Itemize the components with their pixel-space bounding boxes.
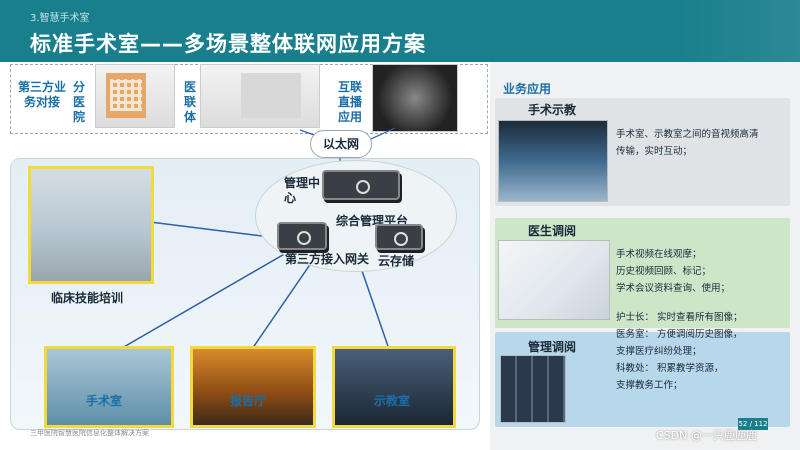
card-line: 科教处： 积累教学资源， <box>616 363 724 374</box>
line-classroom <box>359 264 391 353</box>
building-shape <box>241 73 301 118</box>
gateway-device <box>277 222 327 250</box>
hospital-building-image <box>95 64 175 128</box>
building-windows <box>110 79 142 111</box>
card-heading: 管理调阅 <box>528 340 577 354</box>
operating-room-label: 手术室 <box>86 394 123 408</box>
header-stripe <box>680 0 800 62</box>
device-logo <box>297 231 311 245</box>
page-number: 52 / 112 <box>738 418 768 430</box>
card-line: 传输，实时互动； <box>616 146 693 157</box>
surgery-teaching-image <box>498 120 608 202</box>
business-title: 业务应用 <box>503 82 552 96</box>
card-heading: 医生调阅 <box>528 224 577 238</box>
hospital-network-label: 医联体 <box>183 80 196 124</box>
ethernet-label: 以太网 <box>310 130 372 158</box>
doctor-review-image <box>498 240 610 320</box>
classroom-label: 示教室 <box>374 394 411 408</box>
live-stream-label: 互联直播应用 <box>337 80 362 124</box>
card-line: 医务室： 方便调阅历史图像， <box>616 329 743 340</box>
card-heading: 手术示教 <box>528 103 577 117</box>
card-line: 学术会议资料查询、使用； <box>616 283 731 294</box>
line-or <box>109 244 301 356</box>
footer-text: 三甲医院智慧医院信息化整体解决方案 <box>30 429 149 437</box>
cloud-storage-device <box>375 224 423 250</box>
device-logo <box>394 232 408 246</box>
card-line: 支撑医疗纠纷处理； <box>616 346 702 357</box>
live-stream-image <box>372 64 458 132</box>
management-review-image <box>500 355 566 423</box>
auditorium-label: 报告厅 <box>230 394 267 408</box>
branch-hospital-label: 分医院 <box>72 80 85 124</box>
training-label: 临床技能培训 <box>51 291 124 305</box>
gateway-label: 第三方接入网关 <box>285 252 370 266</box>
management-center-label: 管理中心 <box>284 176 321 205</box>
line-auditorium <box>249 249 321 353</box>
auditorium-image <box>190 346 316 428</box>
page-title: 标准手术室——多场景整体联网应用方案 <box>30 32 426 56</box>
cloud-storage-label: 云存储 <box>378 254 415 268</box>
card-line: 历史视频回顾、标记； <box>616 266 712 277</box>
training-image <box>28 166 154 284</box>
card-line: 护士长： 实时查看所有图像； <box>616 312 743 323</box>
device-logo <box>356 180 370 194</box>
watermark: CSDN @一只鹿鹿鹿 <box>656 429 757 442</box>
card-line: 支撑教务工作； <box>616 380 683 391</box>
classroom-image <box>332 346 456 428</box>
hospital-network-image <box>200 64 320 128</box>
section-label: 3.智慧手术室 <box>30 13 90 24</box>
card-line: 手术视频在线观摩； <box>616 249 702 260</box>
header-bar <box>0 0 800 62</box>
management-center-device <box>322 170 400 200</box>
operating-room-image <box>44 346 174 428</box>
third-party-label: 第三方业务对接 <box>17 80 66 109</box>
card-line: 手术室、示教室之间的音视频高清 <box>616 129 759 140</box>
